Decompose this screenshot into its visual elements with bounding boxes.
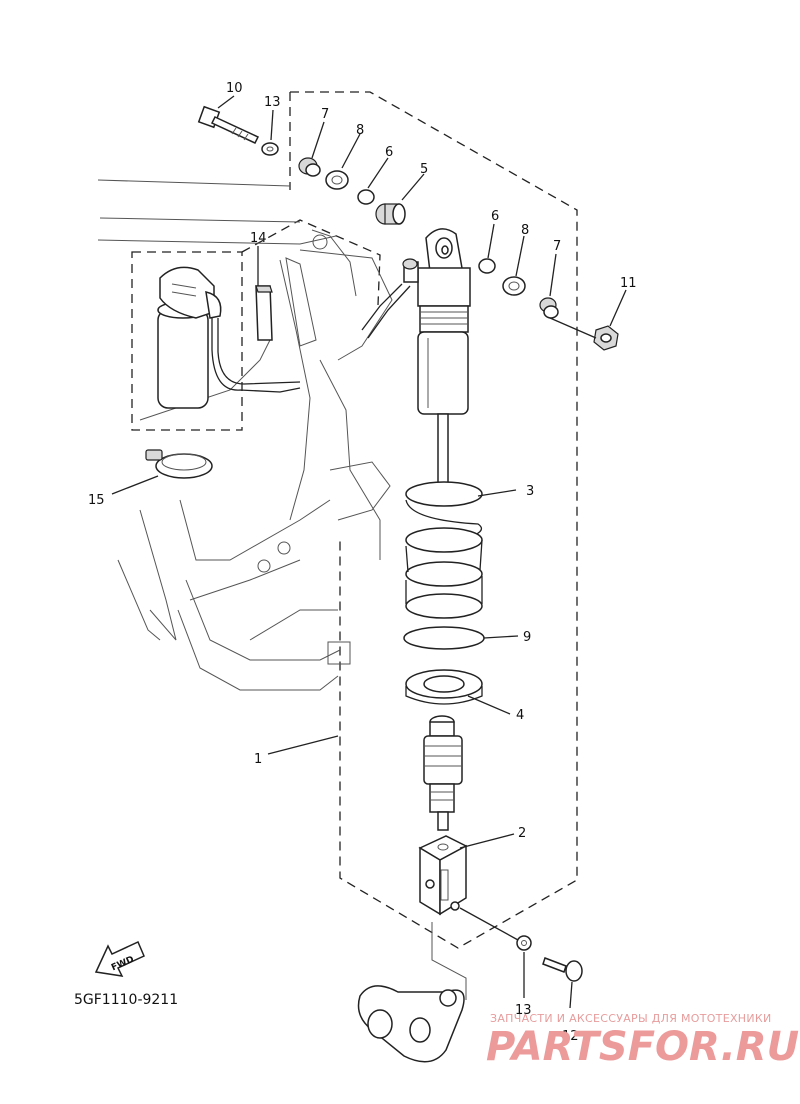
- callout-13-bottom: 13: [515, 1003, 532, 1018]
- part-13-washer-top: [261, 142, 279, 156]
- callout-3: 3: [526, 484, 534, 499]
- part-10-bolt: [197, 105, 260, 144]
- part-5-bushing: [375, 203, 406, 225]
- callout-1: 1: [254, 752, 262, 767]
- callout-11: 11: [620, 276, 637, 291]
- part-8-washer-right: [502, 276, 526, 296]
- part-11-nut: [593, 325, 619, 351]
- part-9-ring: [403, 626, 485, 650]
- callout-2: 2: [518, 826, 526, 841]
- part-12-bolt: [542, 957, 583, 982]
- part-14-pad: [255, 285, 273, 341]
- part-4-spring-seat: [405, 669, 483, 705]
- frame-outline: [97, 179, 393, 691]
- leader-lines: [111, 95, 627, 1009]
- assembly-boundary: [131, 91, 578, 949]
- fwd-arrow-icon: [94, 940, 145, 977]
- part-8-washer-left: [325, 170, 349, 190]
- callout-8-right: 8: [521, 223, 529, 238]
- callout-5: 5: [420, 162, 428, 177]
- part-2-clevis: [418, 835, 468, 916]
- callout-12: 12: [562, 1029, 579, 1044]
- callout-7-left: 7: [321, 107, 329, 122]
- callout-9: 9: [523, 630, 531, 645]
- link-arm: [357, 922, 467, 1063]
- part-7-collar-right: [539, 297, 559, 319]
- part-6-oring-left: [357, 189, 375, 205]
- callout-4: 4: [516, 708, 524, 723]
- part-15-reservoir: [157, 266, 301, 409]
- callout-15: 15: [88, 493, 105, 508]
- part-6-oring-right: [478, 258, 496, 274]
- watermark-brand: PARTSFOR.RU: [486, 1024, 799, 1070]
- callout-6-right: 6: [491, 209, 499, 224]
- callout-13-top: 13: [264, 95, 281, 110]
- part-7-collar-left: [298, 157, 321, 177]
- callout-14: 14: [250, 231, 267, 246]
- callout-6-left: 6: [385, 145, 393, 160]
- part-13-washer-bottom: [516, 935, 532, 951]
- lower-shaft-assembly: [423, 715, 463, 831]
- part-15-clamp: [145, 449, 213, 479]
- shock-absorber: [361, 228, 471, 505]
- part-code: 5GF1110-9211: [74, 992, 178, 1008]
- callout-labels: 10 13 7 8 6 5 6 8 7 11 14 15 3 9 4 1 2 1…: [88, 81, 637, 1044]
- callout-7-right: 7: [553, 239, 561, 254]
- callout-8-left: 8: [356, 123, 364, 138]
- callout-10: 10: [226, 81, 243, 96]
- part-3-spring: [405, 481, 483, 619]
- watermark-tagline: ЗАПЧАСТИ И АКСЕССУАРЫ ДЛЯ МОТОТЕХНИКИ: [490, 1012, 772, 1025]
- watermark: ЗАПЧАСТИ И АКСЕССУАРЫ ДЛЯ МОТОТЕХНИКИ PA…: [486, 1012, 799, 1070]
